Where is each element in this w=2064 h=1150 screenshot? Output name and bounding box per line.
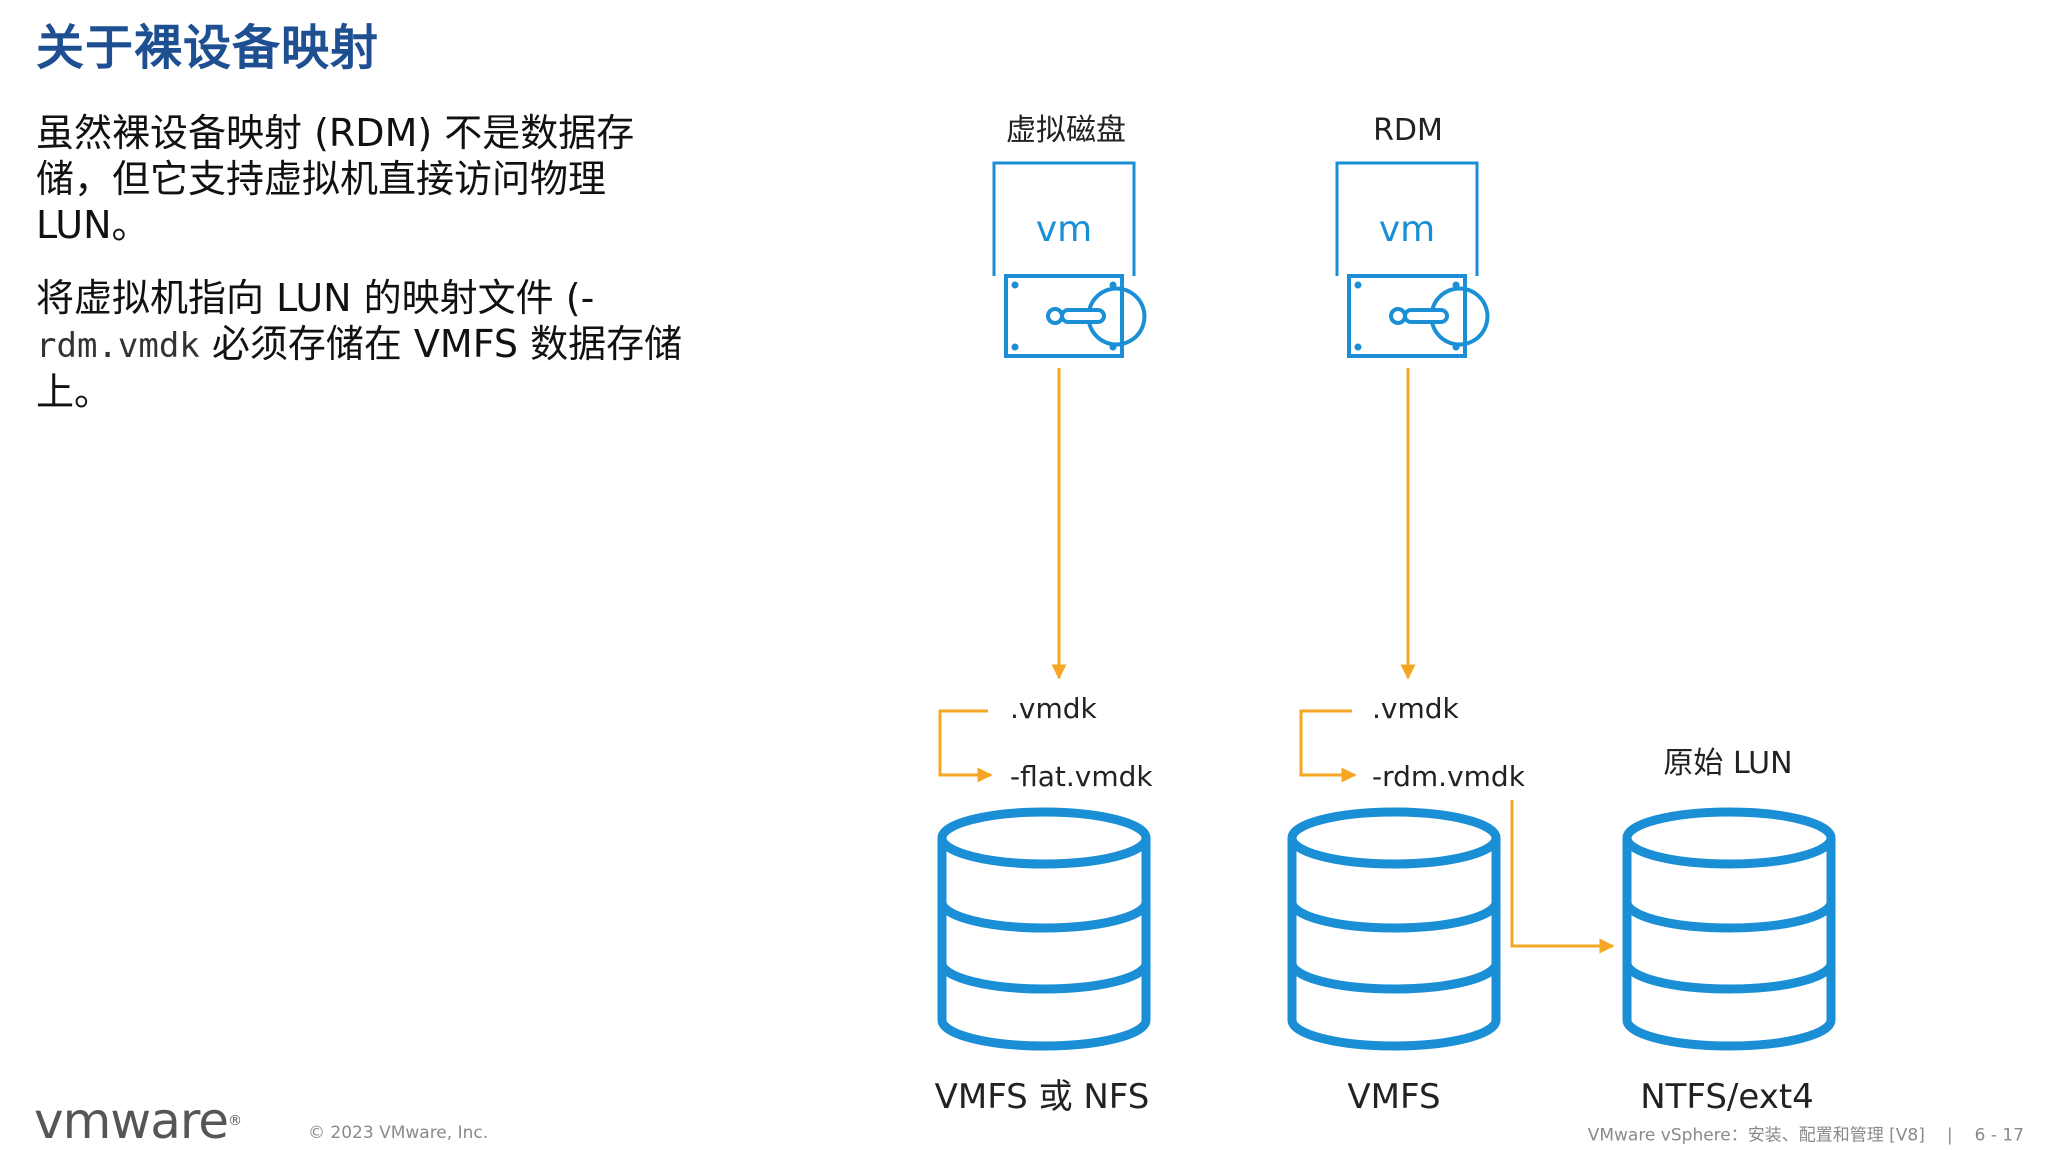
datastore-raw-lun-icon — [1627, 812, 1831, 1046]
vm-label-rdm: vm — [1379, 209, 1435, 250]
raw-lun-label: 原始 LUN — [1663, 746, 1792, 781]
datastore-vmfs-label: VMFS — [1347, 1077, 1440, 1117]
file-rdm-vmdk-top-label: .vmdk — [1372, 692, 1460, 725]
footer-course-info: VMware vSphere：安装、配置和管理 [V8] | 6 - 17 — [1588, 1121, 2024, 1146]
footer-separator: | — [1946, 1125, 1953, 1146]
course-title: VMware vSphere：安装、配置和管理 [V8] — [1587, 1125, 1925, 1146]
vmware-logo-text: vmware — [34, 1092, 229, 1150]
paragraph-mapping-file: 将虚拟机指向 LUN 的映射文件 (- rdm.vmdk 必须存储在 VMFS 数… — [36, 275, 696, 415]
arrow-rdm-to-raw-lun — [1510, 800, 1615, 954]
copyright-notice: © 2023 VMware, Inc. — [308, 1123, 489, 1143]
datastore-ntfs-ext4-label: NTFS/ext4 — [1640, 1077, 1814, 1117]
slide-title: 关于裸设备映射 — [36, 20, 380, 76]
file-rdm-vmdk-label: -rdm.vmdk — [1372, 760, 1526, 793]
paragraph-mapping-text-1: 将虚拟机指向 LUN 的映射文件 (- — [36, 276, 595, 320]
vmware-logo: vmware® — [34, 1096, 242, 1146]
bracket-vmdk-to-rdm — [1299, 709, 1357, 783]
vm-virtual-disk-icon: vm — [992, 161, 1147, 358]
datastore-vmfs-nfs-label: VMFS 或 NFS — [935, 1077, 1150, 1117]
rdm-label: RDM — [1373, 113, 1443, 148]
virtual-disk-label: 虚拟磁盘 — [1006, 113, 1126, 148]
page-number: 6 - 17 — [1974, 1125, 2024, 1146]
vm-label-virtual-disk: vm — [1036, 209, 1092, 250]
file-flat-vmdk-label: -flat.vmdk — [1010, 760, 1153, 793]
file-vmdk-label: .vmdk — [1010, 692, 1098, 725]
bracket-vmdk-to-flat — [938, 709, 993, 783]
datastore-vmfs-nfs-icon — [942, 812, 1146, 1046]
code-rdm-vmdk: rdm.vmdk — [36, 326, 200, 366]
registered-mark: ® — [228, 1113, 242, 1129]
vm-rdm-icon: vm — [1335, 161, 1490, 358]
paragraph-rdm-intro: 虽然裸设备映射 (RDM) 不是数据存储，但它支持虚拟机直接访问物理 LUN。 — [36, 111, 635, 247]
paragraph-mapping-text-2: 必须存储在 VMFS 数据存储上。 — [36, 322, 683, 414]
datastore-vmfs-icon — [1292, 812, 1496, 1046]
